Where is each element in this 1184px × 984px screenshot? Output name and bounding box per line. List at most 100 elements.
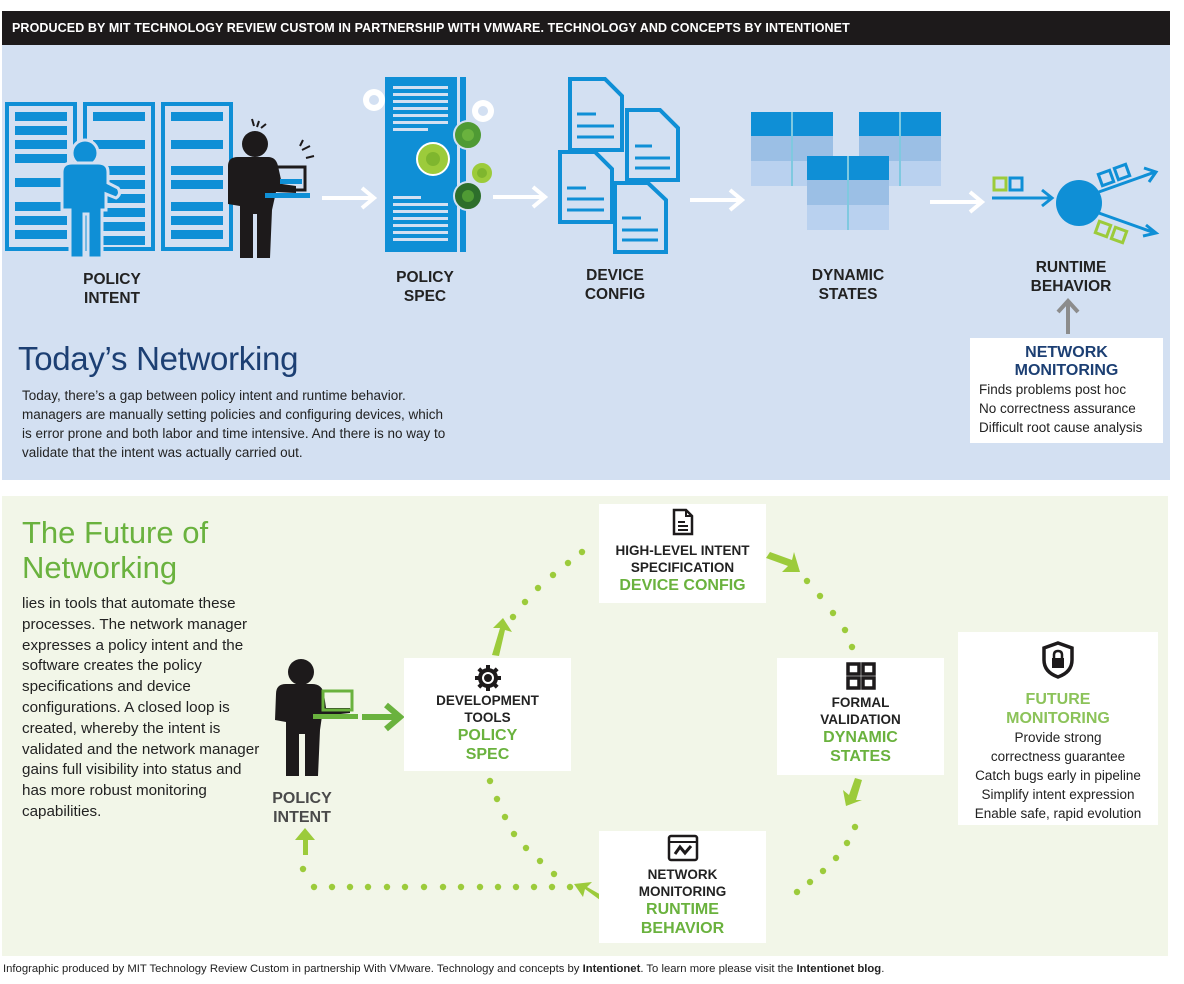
loop-dot — [848, 643, 856, 651]
person-with-laptop-icon — [275, 659, 358, 776]
loop-dot — [564, 559, 572, 567]
flow-arrow — [322, 186, 378, 210]
footer-credit: Infographic produced by MIT Technology R… — [3, 963, 884, 975]
card-title: VALIDATION — [820, 712, 901, 727]
future-monitoring-point: Catch bugs early in pipeline — [975, 768, 1141, 783]
top-banner: PRODUCED BY MIT TECHNOLOGY REVIEW CUSTOM… — [2, 11, 1170, 45]
card-subtitle: DEVICE CONFIG — [619, 577, 746, 594]
loop-dot — [486, 777, 494, 785]
card-title: SPECIFICATION — [630, 560, 735, 575]
loop-dot — [328, 883, 336, 891]
up-arrow-icon — [1056, 298, 1080, 334]
person-with-laptop-icon — [228, 118, 315, 258]
loop-dot — [521, 598, 529, 606]
loop-dot — [299, 865, 307, 873]
server-rack-icon — [5, 102, 77, 251]
loop-dot — [401, 883, 409, 891]
state-tables-icon — [751, 112, 941, 230]
card-subtitle: DYNAMIC — [823, 729, 898, 746]
monitoring-point: Difficult root cause analysis — [979, 420, 1143, 435]
future-networking-description: lies in tools that automate these proces… — [22, 595, 260, 820]
gear-icon — [416, 142, 450, 176]
card-subtitle: BEHAVIOR — [640, 920, 725, 937]
footer-text: . — [881, 963, 885, 975]
future-monitoring-title: FUTURE — [1025, 691, 1091, 708]
todays-networking-description: Today, there’s a gap between policy inte… — [22, 388, 446, 460]
flow-arrow — [362, 702, 405, 732]
high-level-intent-card: HIGH-LEVEL INTENT SPECIFICATION DEVICE C… — [599, 504, 766, 603]
future-monitoring-point: Enable safe, rapid evolution — [974, 806, 1142, 821]
development-tools-card: DEVELOPMENT TOOLS POLICY SPEC — [404, 658, 571, 771]
card-subtitle: STATES — [830, 748, 891, 765]
gear-icon — [470, 161, 494, 185]
future-monitoring-point: Provide strong — [1014, 730, 1102, 745]
person-icon — [60, 138, 122, 260]
loop-dot — [530, 883, 538, 891]
loop-dot — [536, 857, 544, 865]
loop-dot — [829, 609, 837, 617]
loop-dot — [383, 883, 391, 891]
loop-dot — [851, 823, 859, 831]
loop-dot — [841, 626, 849, 634]
loop-dot — [803, 577, 811, 585]
today-illustrations — [5, 77, 1160, 334]
monitoring-point: Finds problems post hoc — [979, 382, 1127, 397]
card-subtitle: POLICY — [457, 727, 518, 744]
loop-dot — [566, 883, 574, 891]
loop-dot — [510, 830, 518, 838]
card-title: DEVELOPMENT — [436, 693, 539, 708]
card-title: HIGH-LEVEL INTENT — [615, 543, 750, 558]
monitor-graph-icon — [667, 834, 698, 862]
loop-dot — [476, 883, 484, 891]
loop-dot — [346, 883, 354, 891]
loop-dot — [501, 813, 509, 821]
dotted-loop-path — [299, 548, 861, 896]
card-subtitle: SPEC — [465, 746, 510, 763]
loop-dot — [420, 883, 428, 891]
loop-arrow — [295, 552, 862, 900]
gear-icon — [453, 181, 483, 211]
future-monitoring-point: correctness guarantee — [990, 749, 1126, 764]
loop-dot — [578, 548, 586, 556]
loop-dot — [512, 883, 520, 891]
card-title: FORMAL — [831, 695, 890, 710]
intentionet-blog-link[interactable]: Intentionet blog — [796, 963, 882, 975]
loop-dot — [494, 883, 502, 891]
network-monitoring-card: NETWORK MONITORING RUNTIME BEHAVIOR — [599, 831, 766, 943]
shield-lock-icon — [1042, 641, 1074, 679]
card-title: MONITORING — [638, 884, 727, 899]
loop-dot — [550, 870, 558, 878]
server-racks-with-people-icon — [5, 102, 233, 260]
packet-router-icon — [992, 162, 1160, 245]
loop-dot — [832, 854, 840, 862]
todays-networking-title: Today’s Networking — [18, 340, 299, 377]
flow-arrow — [930, 190, 986, 214]
document-icon — [672, 508, 693, 536]
flow-arrow — [690, 188, 746, 212]
loop-dot — [522, 844, 530, 852]
future-monitoring-box: FUTURE MONITORING Provide strong correct… — [958, 632, 1158, 825]
grid-icon — [845, 662, 876, 690]
loop-dot — [793, 888, 801, 896]
card-subtitle: RUNTIME — [646, 901, 719, 918]
gear-icon — [474, 665, 501, 691]
future-monitoring-title: MONITORING — [1006, 710, 1110, 727]
loop-dot — [509, 613, 517, 621]
loop-dot — [806, 878, 814, 886]
loop-dot — [843, 839, 851, 847]
gear-icon — [453, 120, 483, 150]
future-monitoring-point: Simplify intent expression — [981, 787, 1135, 802]
loop-dot — [310, 883, 318, 891]
footer-text: . To learn more please visit the — [640, 963, 797, 975]
intentionet-link[interactable]: Intentionet — [582, 963, 641, 975]
card-title: NETWORK — [647, 867, 718, 882]
loop-dot — [819, 867, 827, 875]
